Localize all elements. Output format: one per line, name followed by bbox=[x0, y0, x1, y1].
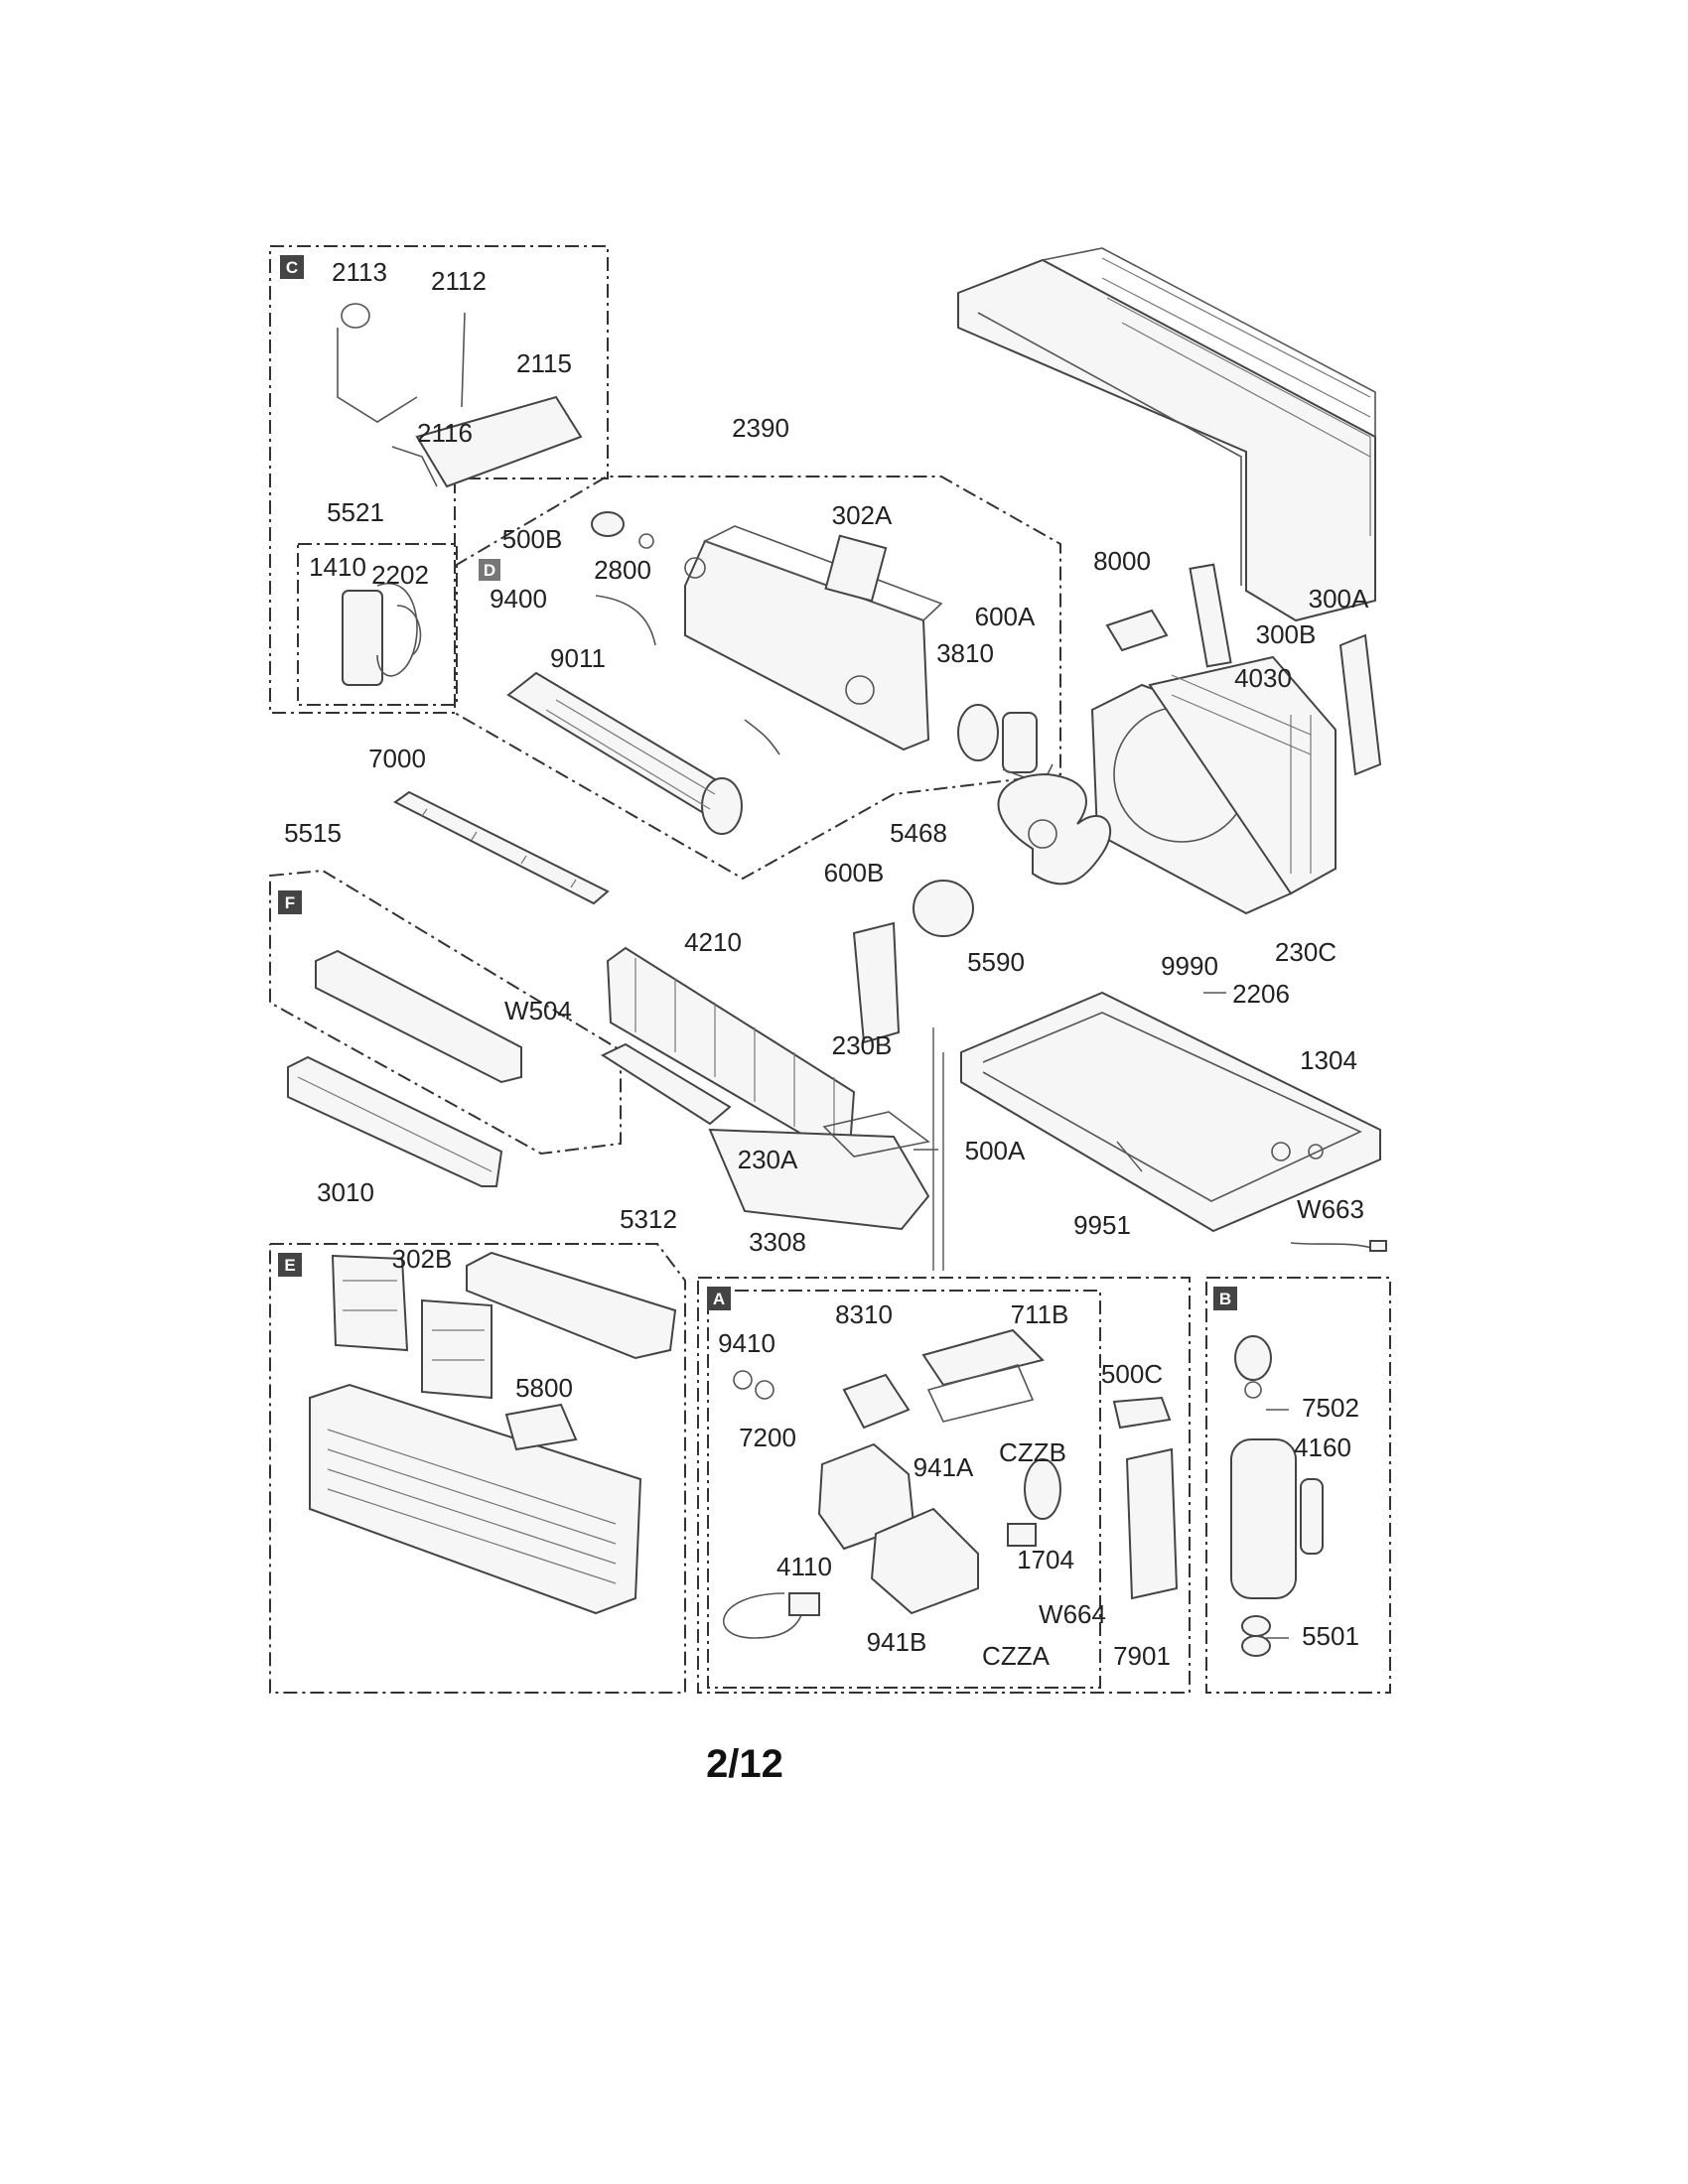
part-label-2206: 2206 bbox=[1232, 979, 1290, 1009]
section-e-parts-drawing bbox=[309, 1251, 677, 1615]
part-label-5312: 5312 bbox=[620, 1204, 677, 1234]
part-label-W664: W664 bbox=[1039, 1599, 1106, 1629]
leader-lines bbox=[914, 992, 1289, 1639]
section-b-parts-drawing bbox=[1230, 1335, 1324, 1657]
part-label-600B: 600B bbox=[824, 858, 885, 887]
condenser-shroud-drawing bbox=[1090, 563, 1382, 915]
chassis-drawing bbox=[708, 1111, 930, 1231]
section-tag-d: D bbox=[479, 559, 500, 581]
section-tag-a: A bbox=[707, 1287, 731, 1310]
part-label-230B: 230B bbox=[832, 1030, 893, 1060]
section-tag-e: E bbox=[278, 1253, 302, 1277]
fan-motor-drawing bbox=[957, 704, 1054, 786]
part-label-2113: 2113 bbox=[332, 257, 387, 287]
part-label-302B: 302B bbox=[392, 1244, 453, 1274]
part-label-2112: 2112 bbox=[431, 266, 487, 296]
part-label-2115: 2115 bbox=[516, 348, 572, 378]
part-label-1304: 1304 bbox=[1300, 1045, 1357, 1075]
part-label-7901: 7901 bbox=[1113, 1641, 1171, 1671]
part-label-4030: 4030 bbox=[1234, 663, 1292, 693]
section-tag-e-text: E bbox=[284, 1256, 295, 1275]
part-label-8310: 8310 bbox=[835, 1299, 893, 1329]
part-label-5468: 5468 bbox=[890, 818, 947, 848]
section-d-parts-drawing bbox=[342, 583, 422, 686]
section-tag-b: B bbox=[1213, 1287, 1237, 1310]
part-label-500A: 500A bbox=[965, 1136, 1026, 1165]
part-label-500C: 500C bbox=[1101, 1359, 1163, 1389]
page-number: 2/12 bbox=[706, 1742, 783, 1786]
part-label-2800: 2800 bbox=[594, 555, 651, 585]
discharge-grille-drawing bbox=[393, 790, 610, 905]
part-label-W504: W504 bbox=[504, 996, 572, 1025]
part-label-3308: 3308 bbox=[749, 1227, 806, 1257]
blower-housing-drawing bbox=[591, 511, 943, 755]
part-label-230C: 230C bbox=[1275, 937, 1336, 967]
section-a-parts-drawing bbox=[723, 1328, 1061, 1639]
part-label-9400: 9400 bbox=[490, 584, 547, 614]
section-tag-b-text: B bbox=[1219, 1290, 1231, 1308]
part-label-1704: 1704 bbox=[1017, 1545, 1074, 1574]
cabinet-drawing bbox=[957, 247, 1376, 622]
part-label-9951: 9951 bbox=[1073, 1210, 1131, 1240]
part-label-5521: 5521 bbox=[327, 497, 384, 527]
part-label-9410: 9410 bbox=[718, 1328, 775, 1358]
part-label-500B: 500B bbox=[502, 524, 563, 554]
part-label-CZZB: CZZB bbox=[999, 1437, 1066, 1467]
part-label-4110: 4110 bbox=[776, 1552, 832, 1581]
section-tag-c-text: C bbox=[286, 258, 298, 277]
part-label-941A: 941A bbox=[914, 1452, 974, 1482]
section-frames bbox=[269, 245, 1391, 1694]
part-labels: 2113 2112 2115 2116 5521 1410 2202 2390 … bbox=[284, 257, 1369, 1671]
part-label-7200: 7200 bbox=[739, 1423, 796, 1452]
part-label-3810: 3810 bbox=[936, 638, 994, 668]
section-tag-a-text: A bbox=[713, 1290, 725, 1308]
part-label-302A: 302A bbox=[832, 500, 893, 530]
part-label-5501: 5501 bbox=[1302, 1621, 1359, 1651]
section-a-side-parts-drawing bbox=[1112, 1396, 1179, 1600]
section-tag-c: C bbox=[280, 255, 304, 279]
part-label-9990: 9990 bbox=[1161, 951, 1218, 981]
section-f-parts-drawing bbox=[287, 949, 522, 1187]
part-label-230A: 230A bbox=[738, 1145, 798, 1174]
part-label-5590: 5590 bbox=[967, 947, 1025, 977]
part-label-4210: 4210 bbox=[684, 927, 742, 957]
part-label-711B: 711B bbox=[1011, 1299, 1069, 1329]
part-label-3010: 3010 bbox=[317, 1177, 374, 1207]
blower-wheel-drawing bbox=[506, 671, 743, 835]
part-label-300B: 300B bbox=[1256, 619, 1317, 649]
part-label-7502: 7502 bbox=[1302, 1393, 1359, 1423]
part-label-8000: 8000 bbox=[1093, 546, 1151, 576]
section-tag-f-text: F bbox=[285, 893, 295, 912]
part-label-7000: 7000 bbox=[368, 744, 426, 773]
part-label-W663: W663 bbox=[1297, 1194, 1364, 1224]
base-pan-drawing bbox=[960, 991, 1381, 1233]
part-label-300A: 300A bbox=[1309, 584, 1369, 614]
section-tag-f: F bbox=[278, 890, 302, 914]
part-label-2202: 2202 bbox=[371, 560, 429, 590]
evaporator-coil-drawing bbox=[600, 946, 856, 1163]
axial-fan-drawing bbox=[852, 772, 1112, 1044]
bracket-assembly-drawing bbox=[337, 303, 583, 488]
part-label-600A: 600A bbox=[975, 602, 1036, 631]
part-label-941B: 941B bbox=[867, 1627, 927, 1657]
part-label-5515: 5515 bbox=[284, 818, 342, 848]
part-label-1410: 1410 bbox=[309, 552, 366, 582]
part-label-4160: 4160 bbox=[1294, 1433, 1351, 1462]
wire-harness-drawing bbox=[1290, 1240, 1387, 1252]
section-tag-d-text: D bbox=[484, 561, 495, 580]
part-label-2116: 2116 bbox=[417, 418, 473, 448]
part-label-5800: 5800 bbox=[515, 1373, 573, 1403]
part-label-2390: 2390 bbox=[732, 413, 789, 443]
part-label-9011: 9011 bbox=[550, 643, 606, 673]
part-label-CZZA: CZZA bbox=[982, 1641, 1051, 1671]
